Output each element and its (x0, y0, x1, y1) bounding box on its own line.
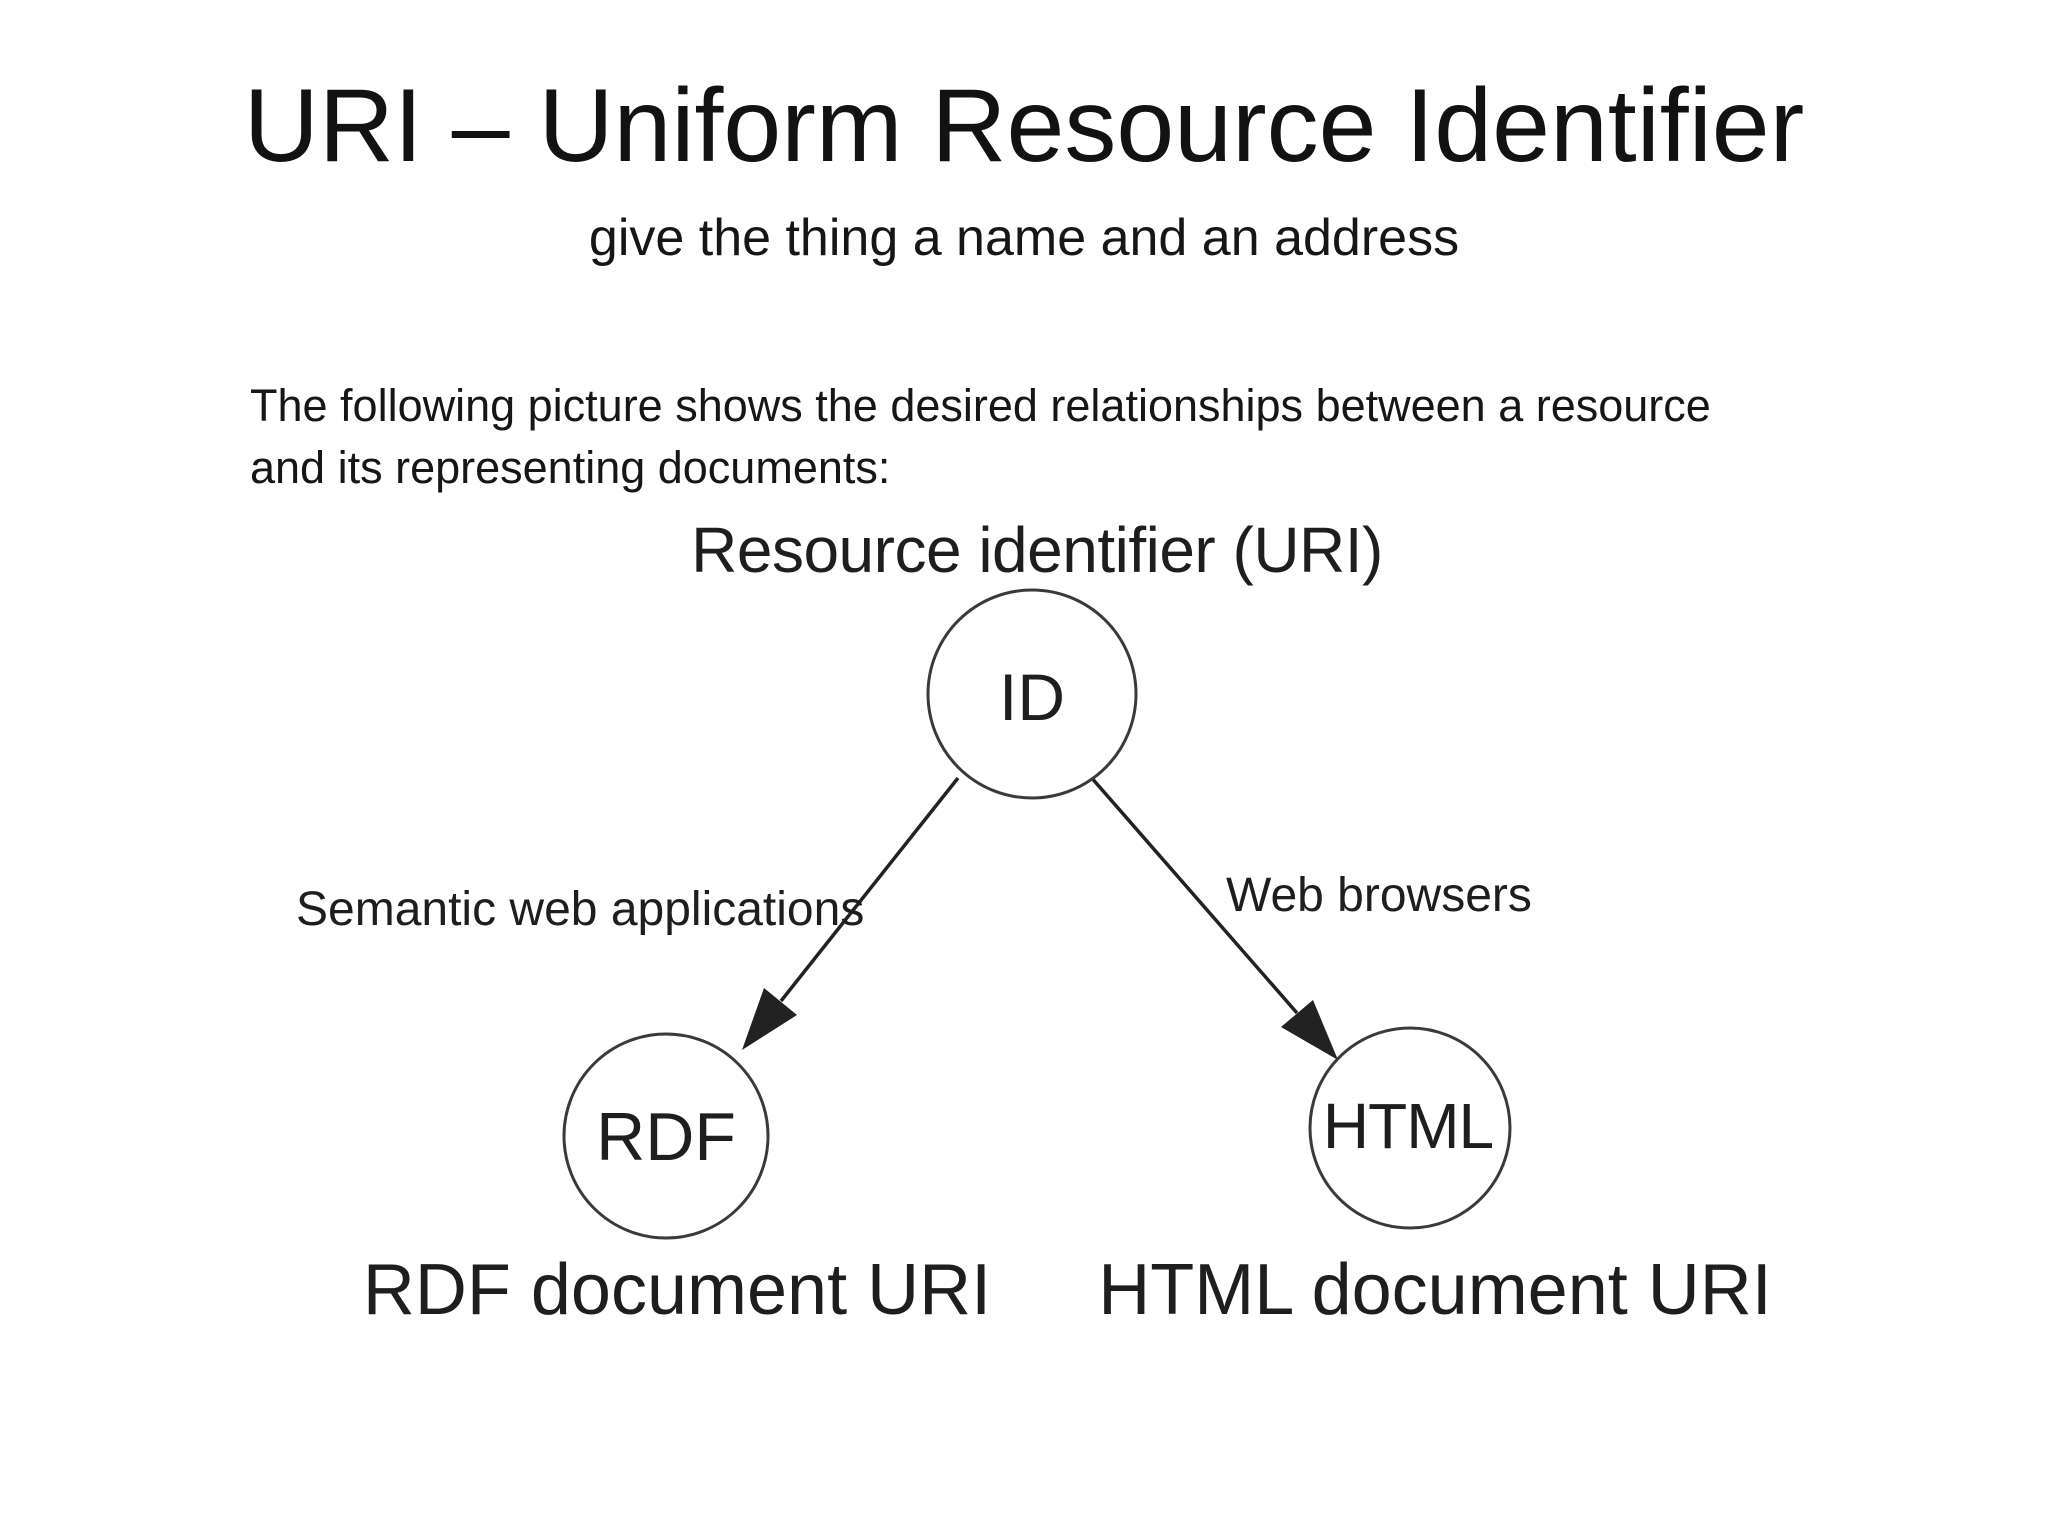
edge-web-browsers-arrowhead-icon (1281, 1000, 1338, 1060)
node-html-label: HTML (1322, 1090, 1494, 1162)
body-paragraph-line-1: The following picture shows the desired … (250, 380, 1711, 431)
edge-label-web-browsers: Web browsers (1226, 869, 1532, 922)
caption-rdf-document-uri: RDF document URI (362, 1250, 992, 1330)
edge-web-browsers-line (1088, 774, 1299, 1015)
caption-html-document-uri: HTML document URI (1098, 1250, 1772, 1330)
node-id-circle (926, 588, 1138, 800)
body-paragraph-line-2: and its representing documents: (250, 442, 891, 493)
node-id-label: ID (999, 660, 1065, 734)
slide-subtitle: give the thing a name and an address (588, 209, 1460, 267)
diagram-heading: Resource identifier (URI) (691, 514, 1383, 586)
node-html-circle (1308, 1026, 1512, 1230)
node-rdf-label: RDF (596, 1099, 736, 1175)
body-paragraph: The following picture shows the desired … (250, 375, 1711, 499)
edge-semantic-web-arrowhead-icon (742, 988, 797, 1050)
slide-title: URI – Uniform Resource Identifier (243, 68, 1805, 184)
edge-semantic-web-line (779, 776, 960, 1003)
edge-label-semantic-web-applications: Semantic web applications (296, 883, 865, 936)
node-rdf-circle (562, 1032, 770, 1240)
